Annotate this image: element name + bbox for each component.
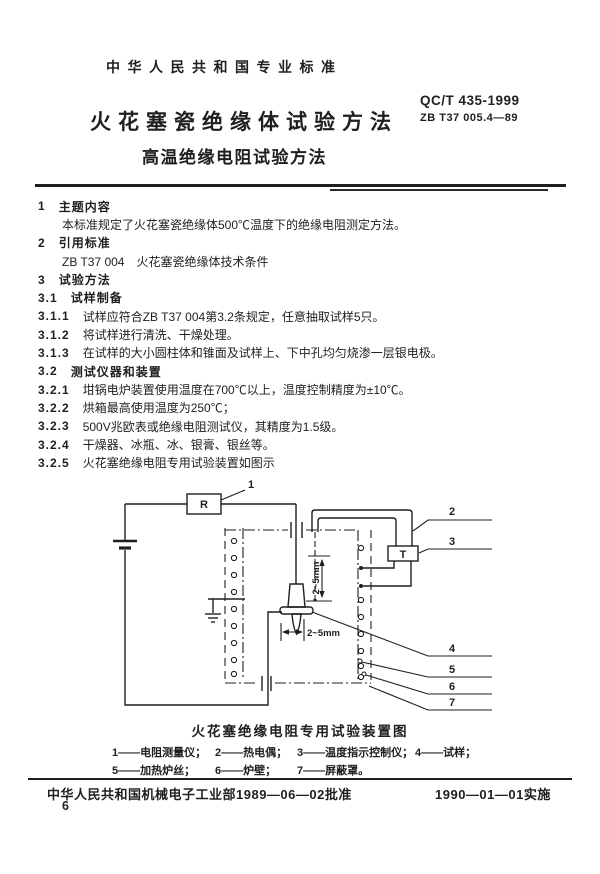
heater-coils bbox=[230, 537, 365, 681]
figure-caption: 火花塞绝缘电阻专用试验装置图 bbox=[191, 724, 409, 739]
test-apparatus-diagram: R bbox=[85, 470, 530, 715]
callout-5: 5 bbox=[449, 664, 455, 676]
sample-insulator bbox=[279, 583, 314, 636]
dimension-horizontal-label: 2~5mm bbox=[307, 628, 340, 639]
legend-item: 5——加热炉丝； bbox=[112, 765, 196, 777]
callout-2: 2 bbox=[449, 506, 455, 518]
legend-item: 3——温度指示控制仪； bbox=[297, 747, 414, 759]
resistance-meter-label: R bbox=[200, 499, 208, 511]
implementation-date: 1990—01—01实施 bbox=[435, 787, 551, 802]
dimension-vertical: 2~5mm bbox=[306, 555, 332, 602]
thermocouple-circuit: T bbox=[311, 509, 419, 602]
ground-symbol bbox=[205, 598, 245, 623]
section-line: 本标准规定了火花塞瓷绝缘体500℃温度下的绝缘电阻测定方法。 bbox=[62, 218, 407, 233]
temperature-controller-label: T bbox=[400, 549, 407, 561]
callouts: 1 2 3 4 5 6 7 bbox=[220, 479, 492, 711]
page-number: 6 bbox=[62, 799, 69, 813]
header-rule-secondary bbox=[330, 189, 548, 191]
standard-class-heading: 中华人民共和国专业标准 bbox=[106, 59, 343, 75]
legend-item: 1——电阻测量仪； bbox=[112, 747, 207, 759]
callout-6: 6 bbox=[449, 681, 455, 693]
callout-4: 4 bbox=[449, 643, 456, 655]
dimension-vertical-label: 2~5mm bbox=[311, 561, 322, 594]
legend-item: 4——试样； bbox=[415, 747, 477, 759]
section-line: ZB T37 004 火花塞瓷绝缘体技术条件 bbox=[62, 254, 269, 269]
standard-codes: QC/T 435-1999 ZB T37 005.4—89 bbox=[420, 93, 520, 124]
standard-code-secondary: ZB T37 005.4—89 bbox=[420, 112, 518, 124]
measuring-circuit: R bbox=[113, 493, 303, 706]
dimension-horizontal: 2~5mm bbox=[280, 619, 340, 641]
approval-statement: 中华人民共和国机械电子工业部1989—06—02批准 bbox=[47, 787, 352, 802]
header-rule bbox=[35, 184, 566, 187]
legend-item: 7——屏蔽罩。 bbox=[297, 765, 370, 777]
resistance-meter-box bbox=[186, 493, 222, 515]
temperature-controller-box bbox=[387, 545, 419, 562]
legend-item: 2——热电偶； bbox=[215, 747, 288, 759]
callout-1: 1 bbox=[248, 479, 254, 491]
furnace-walls bbox=[224, 528, 372, 691]
legend-item: 6——炉壁； bbox=[215, 765, 277, 777]
document-subtitle: 高温绝缘电阻试验方法 bbox=[142, 148, 327, 167]
document-title: 火花塞瓷绝缘体试验方法 bbox=[90, 111, 398, 134]
standard-code-primary: QC/T 435-1999 bbox=[420, 93, 520, 108]
callout-3: 3 bbox=[449, 536, 455, 548]
callout-7: 7 bbox=[449, 697, 455, 709]
footer-rule bbox=[28, 778, 572, 780]
